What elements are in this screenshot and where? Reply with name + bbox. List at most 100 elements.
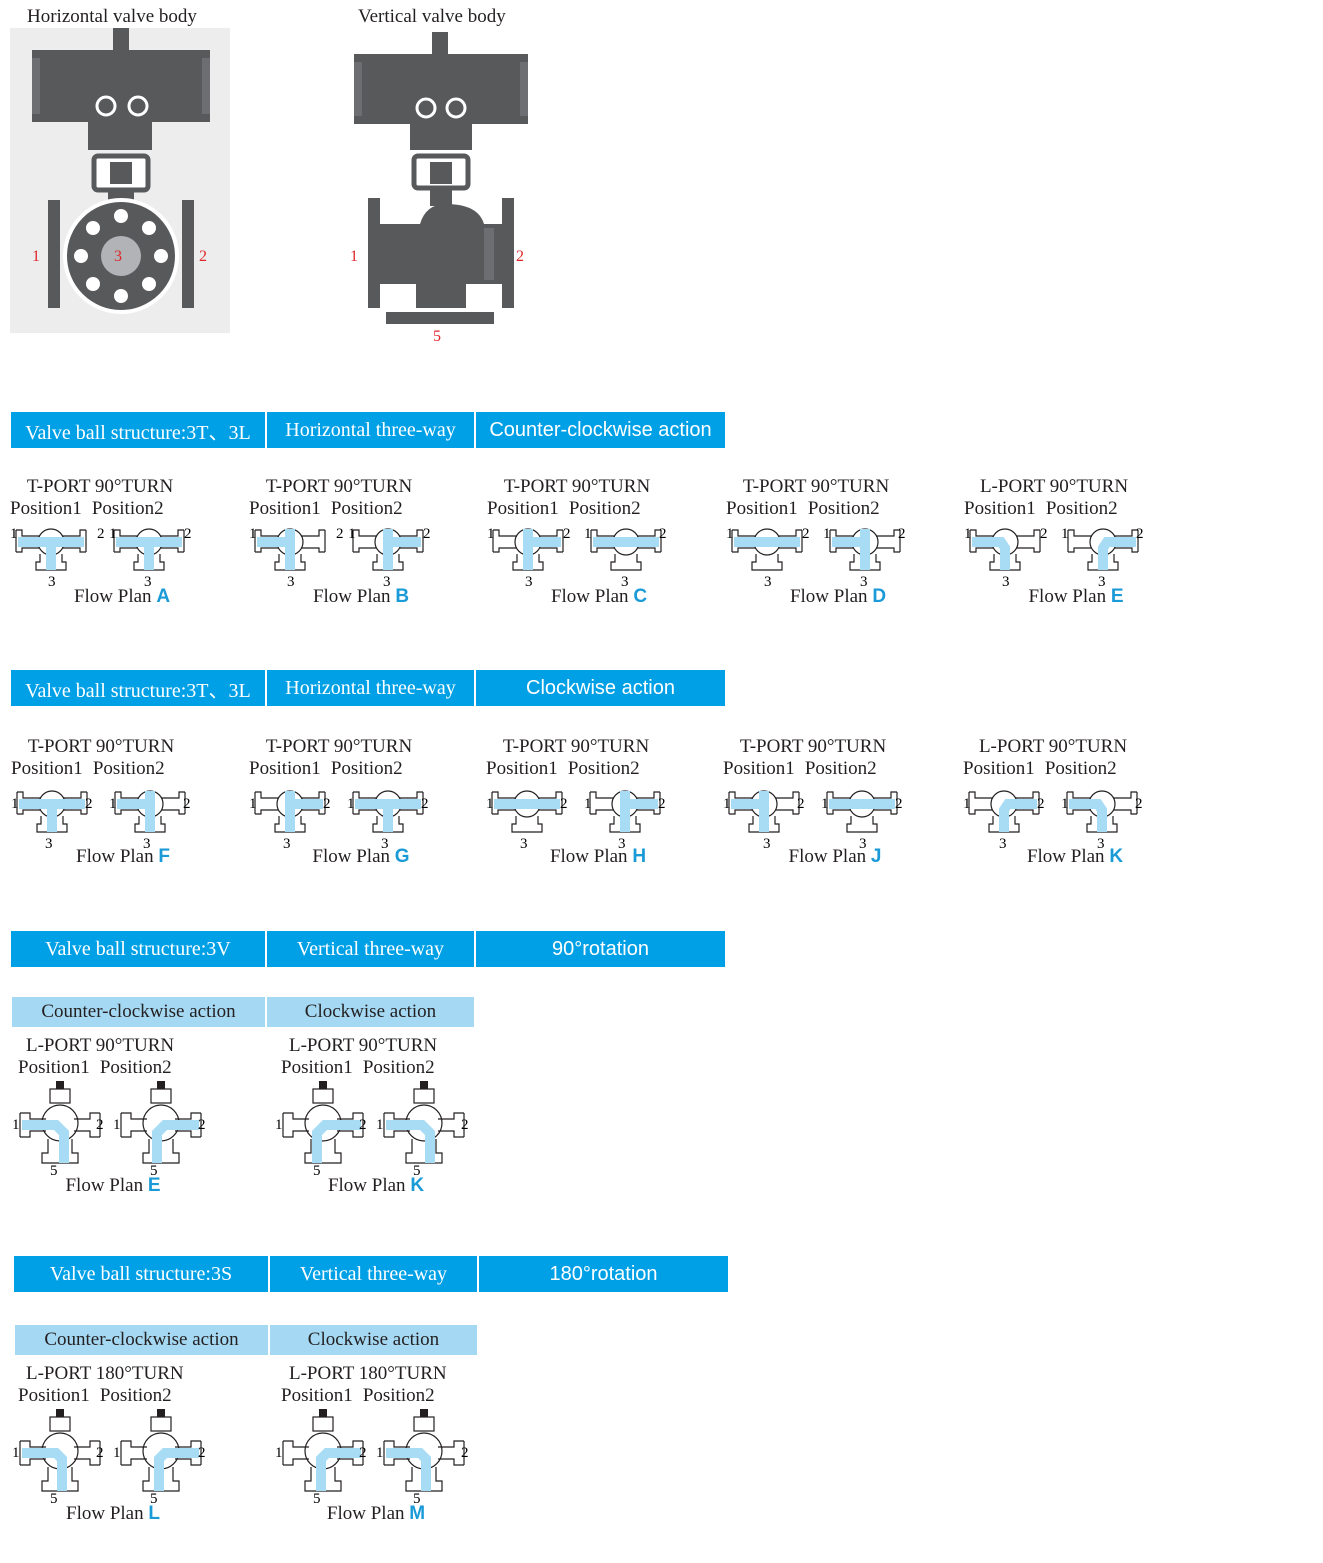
vertical-port-1: 1 [350, 248, 358, 265]
port-type: L-PORT 90°TURN [26, 1035, 175, 1056]
position1-valve-icon [731, 528, 803, 571]
svg-text:2: 2 [659, 526, 667, 542]
header-rotation: 90°rotation [476, 931, 725, 967]
port-type: T-PORT 90°TURN [502, 736, 650, 757]
svg-text:3: 3 [859, 836, 867, 850]
svg-text:2: 2 [184, 526, 192, 542]
svg-text:2: 2 [797, 796, 805, 812]
flow-plan-label: Flow Plan E [65, 1175, 161, 1196]
svg-text:3: 3 [860, 574, 868, 588]
svg-text:2: 2 [359, 1117, 367, 1133]
svg-text:2: 2 [895, 796, 903, 812]
port-type: L-PORT 90°TURN [289, 1035, 438, 1056]
svg-text:3: 3 [520, 836, 528, 850]
svg-text:2: 2 [1040, 526, 1048, 542]
position2-valve-icon [120, 1409, 202, 1492]
svg-text:1: 1 [12, 1117, 20, 1133]
svg-text:1: 1 [486, 796, 494, 812]
svg-text:1: 1 [823, 526, 831, 542]
position1-valve-icon [16, 790, 88, 833]
svg-text:2: 2 [96, 1445, 104, 1461]
svg-text:3: 3 [999, 836, 1007, 850]
position2-valve-icon [589, 790, 661, 833]
svg-text:3: 3 [381, 836, 389, 850]
port-type: L-PORT 90°TURN [979, 476, 1129, 497]
position2-valve-icon [826, 790, 898, 833]
vertical-port-5: 5 [433, 328, 441, 345]
svg-text:1: 1 [275, 1117, 283, 1133]
svg-text:1: 1 [249, 796, 257, 812]
header-body-type: Horizontal three-way [267, 670, 474, 706]
position2-valve-icon [829, 528, 901, 571]
svg-text:2: 2 [461, 1117, 469, 1133]
flow-plan-label: Flow Plan K [327, 1175, 425, 1196]
svg-text:1: 1 [109, 796, 117, 812]
svg-text:2: 2 [183, 796, 191, 812]
position2-valve-icon [352, 790, 424, 833]
svg-text:1: 1 [487, 526, 495, 542]
svg-text:1: 1 [11, 796, 19, 812]
svg-text:3: 3 [763, 836, 771, 850]
flow-plan-b-diagram: 1 2 1 2 3 3 [249, 526, 431, 588]
svg-text:2: 2 [96, 1117, 104, 1133]
flow-plan-label: Flow Plan G [312, 846, 410, 867]
port-type: T-PORT 90°TURN [739, 736, 887, 757]
svg-text:2: 2 [198, 1445, 206, 1461]
position1-valve-icon [254, 528, 326, 571]
position2-valve-icon [352, 528, 424, 571]
vertical-flow-plan-m-diagram: 1 2 1 2 5 5 [275, 1409, 469, 1507]
horizontal-body-title: Horizontal valve body [27, 6, 197, 27]
flow-plan-k-diagram: 1 2 1 2 3 3 [963, 790, 1143, 850]
horizontal-port-3: 3 [114, 248, 122, 265]
port-type: T-PORT 90°TURN [742, 476, 890, 497]
svg-text:3: 3 [525, 574, 533, 588]
svg-text:2: 2 [898, 526, 906, 542]
flow-plan-label: Flow Plan B [312, 586, 410, 607]
header-body-type: Horizontal three-way [267, 412, 474, 448]
svg-text:3: 3 [1097, 836, 1105, 850]
svg-text:1: 1 [1061, 796, 1069, 812]
svg-text:3: 3 [618, 836, 626, 850]
svg-text:2: 2 [802, 526, 810, 542]
position1-valve-icon [15, 528, 87, 571]
horizontal-body-drawing [10, 28, 230, 333]
svg-text:1: 1 [376, 1117, 384, 1133]
position1-valve-icon [968, 790, 1040, 833]
svg-text:3: 3 [621, 574, 629, 588]
svg-text:1: 1 [10, 526, 18, 542]
flow-plan-label: Flow Plan C [550, 586, 648, 607]
svg-text:2: 2 [658, 796, 666, 812]
svg-text:1: 1 [584, 526, 592, 542]
flow-plan-e-diagram: 1 2 1 2 3 3 [964, 526, 1144, 588]
svg-text:5: 5 [50, 1163, 58, 1179]
svg-text:1: 1 [964, 526, 972, 542]
svg-text:1: 1 [821, 796, 829, 812]
position2-valve-icon [113, 528, 185, 571]
position1-valve-icon [491, 790, 563, 833]
svg-text:5: 5 [150, 1163, 158, 1179]
svg-text:1: 1 [376, 1445, 384, 1461]
svg-text:3: 3 [1002, 574, 1010, 588]
port-type: T-PORT 90°TURN [265, 736, 413, 757]
svg-text:3: 3 [143, 836, 151, 850]
svg-text:1: 1 [109, 526, 117, 542]
flow-plan-label: Flow Plan K [1026, 846, 1124, 867]
svg-text:2: 2 [97, 526, 105, 542]
svg-text:2: 2 [563, 526, 571, 542]
